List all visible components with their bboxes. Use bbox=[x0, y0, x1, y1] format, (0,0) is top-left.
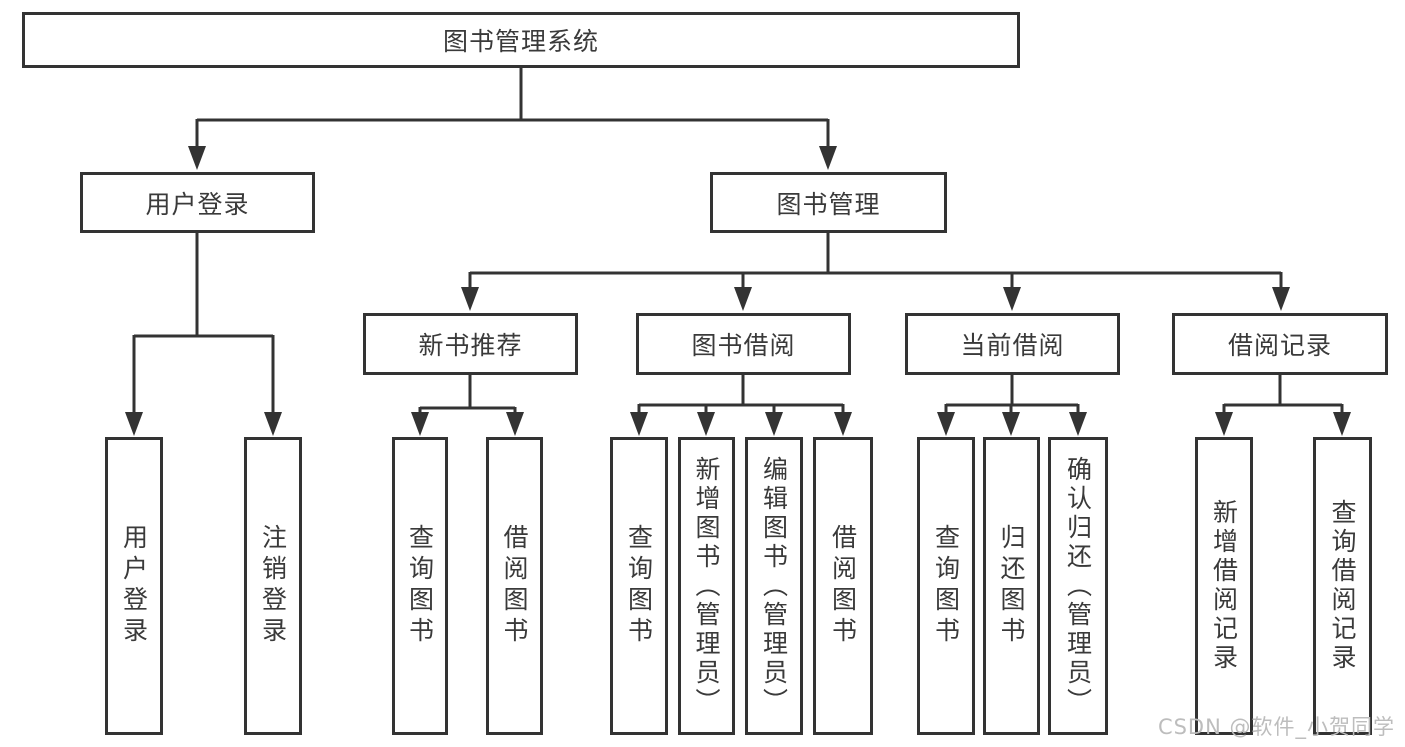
node-new-book-recommendation-label: 新书推荐 bbox=[418, 331, 523, 360]
leaf-query-books-current: 查询图书 bbox=[917, 437, 975, 735]
leaf-borrow-books-recommend: 借阅图书 bbox=[486, 437, 543, 735]
node-current-borrowing: 当前借阅 bbox=[905, 313, 1120, 375]
arrowheads bbox=[125, 146, 1351, 436]
node-book-management-system: 图书管理系统 bbox=[22, 12, 1020, 68]
leaf-return-books-label: 归还图书 bbox=[997, 524, 1026, 648]
leaf-edit-books-admin-label: 编辑图书（管理员） bbox=[759, 455, 789, 717]
leaf-add-borrow-record: 新增借阅记录 bbox=[1195, 437, 1253, 735]
leaf-query-books-recommend: 查询图书 bbox=[392, 437, 448, 735]
leaf-logout-login-label: 注销登录 bbox=[258, 524, 288, 648]
node-book-management-label: 图书管理 bbox=[776, 189, 881, 219]
node-user-login: 用户登录 bbox=[80, 172, 315, 233]
node-borrowing-records-label: 借阅记录 bbox=[1227, 331, 1332, 360]
leaf-query-books-recommend-label: 查询图书 bbox=[405, 524, 435, 648]
node-current-borrowing-label: 当前借阅 bbox=[960, 331, 1065, 360]
leaf-query-borrow-record-label: 查询借阅记录 bbox=[1328, 499, 1357, 673]
node-borrowing-records: 借阅记录 bbox=[1172, 313, 1388, 375]
leaf-logout-login: 注销登录 bbox=[244, 437, 302, 735]
node-new-book-recommendation: 新书推荐 bbox=[363, 313, 578, 375]
node-book-management: 图书管理 bbox=[710, 172, 947, 233]
leaf-user-login-label: 用户登录 bbox=[119, 524, 149, 648]
leaf-add-books-admin: 新增图书（管理员） bbox=[678, 437, 735, 735]
node-user-login-label: 用户登录 bbox=[145, 189, 250, 219]
node-book-borrowing-label: 图书借阅 bbox=[691, 331, 796, 360]
leaf-confirm-return-admin-label: 确认归还（管理员） bbox=[1063, 455, 1093, 717]
leaf-query-books-current-label: 查询图书 bbox=[931, 524, 961, 648]
csdn-watermark: CSDN @软件_小贺同学 bbox=[1157, 715, 1395, 739]
leaf-add-books-admin-label: 新增图书（管理员） bbox=[692, 455, 721, 717]
node-book-management-system-label: 图书管理系统 bbox=[442, 27, 599, 56]
leaf-confirm-return-admin: 确认归还（管理员） bbox=[1048, 437, 1108, 735]
leaf-user-login: 用户登录 bbox=[105, 437, 163, 735]
leaf-return-books: 归还图书 bbox=[983, 437, 1040, 735]
leaf-borrow-books-label: 借阅图书 bbox=[828, 524, 858, 648]
leaf-add-borrow-record-label: 新增借阅记录 bbox=[1209, 499, 1239, 673]
node-book-borrowing: 图书借阅 bbox=[636, 313, 851, 375]
leaf-query-borrow-record: 查询借阅记录 bbox=[1313, 437, 1372, 735]
leaf-borrow-books: 借阅图书 bbox=[813, 437, 873, 735]
leaf-edit-books-admin: 编辑图书（管理员） bbox=[745, 437, 803, 735]
leaf-query-books-borrow-label: 查询图书 bbox=[624, 524, 654, 648]
leaf-borrow-books-recommend-label: 借阅图书 bbox=[500, 524, 529, 648]
leaf-query-books-borrow: 查询图书 bbox=[610, 437, 668, 735]
